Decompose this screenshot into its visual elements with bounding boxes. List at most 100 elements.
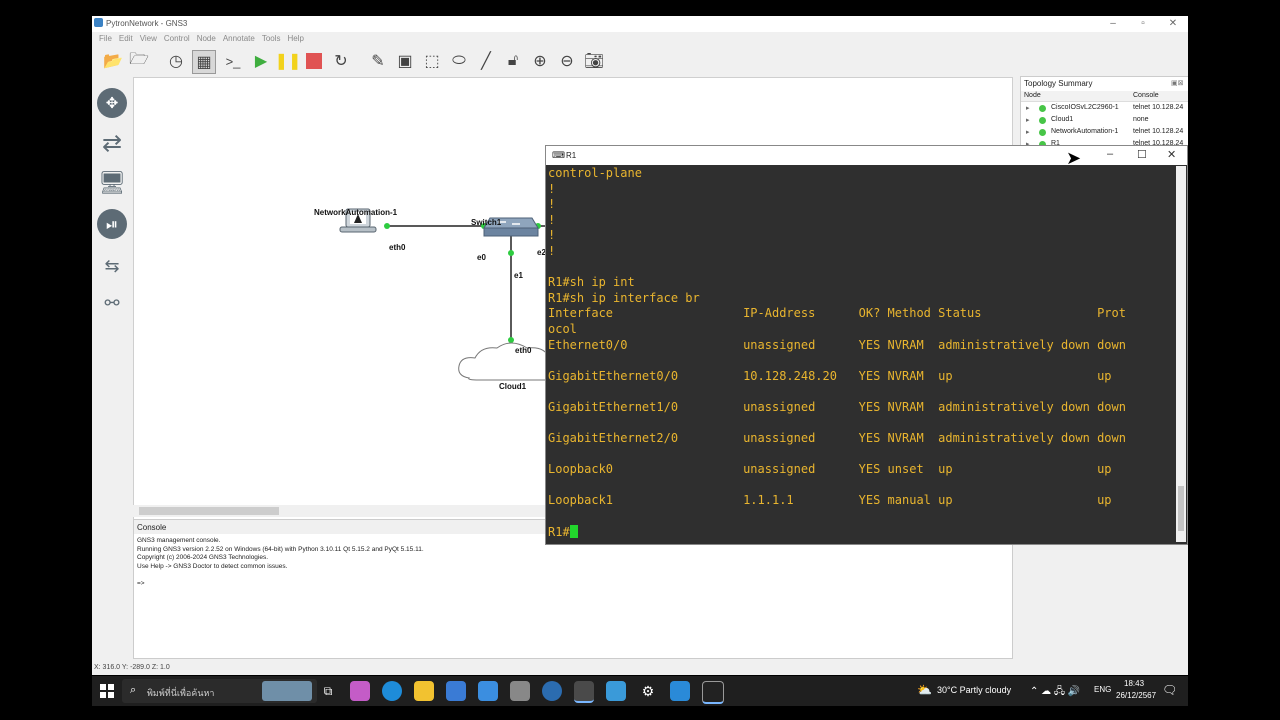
expand-icon[interactable]: ▸ bbox=[1026, 105, 1030, 112]
panel-title: Topology Summary bbox=[1024, 79, 1093, 88]
pause-icon[interactable]: ❚❚ bbox=[274, 53, 302, 70]
maximize-button[interactable]: ☐ bbox=[1137, 149, 1147, 161]
end-devices-icon[interactable]: 🖥︎ bbox=[98, 170, 126, 195]
remote-desktop-icon[interactable] bbox=[606, 681, 626, 701]
stop-icon[interactable] bbox=[303, 50, 325, 72]
table-row[interactable]: ▸ NetworkAutomation-1 telnet 10.128.24 bbox=[1021, 127, 1188, 138]
routers-icon[interactable]: ✥ bbox=[97, 88, 127, 118]
image-icon[interactable]: ▣ bbox=[397, 53, 413, 70]
terminal-line: R1#sh ip int bbox=[548, 275, 635, 290]
menu-annotate[interactable]: Annotate bbox=[222, 34, 255, 43]
mail-icon[interactable] bbox=[478, 681, 498, 701]
gns3-taskbar-icon[interactable] bbox=[574, 681, 594, 703]
menu-node[interactable]: Node bbox=[196, 34, 216, 43]
table-header: Node Console bbox=[1021, 91, 1188, 102]
table-row[interactable]: ▸ CiscoIOSvL2C2960-1 telnet 10.128.24 bbox=[1021, 103, 1188, 114]
window-title: PytronNetwork - GNS3 bbox=[106, 19, 188, 28]
menu-help[interactable]: Help bbox=[287, 34, 304, 43]
scrollbar-thumb[interactable] bbox=[139, 507, 279, 515]
minimize-button[interactable]: – bbox=[1110, 18, 1116, 29]
task-view-icon[interactable]: ⧉ bbox=[323, 684, 333, 698]
edit-icon[interactable]: ✎ bbox=[371, 53, 385, 70]
console-line: GNS3 management console. bbox=[137, 537, 221, 544]
console-line: Running GNS3 version 2.2.52 on Windows (… bbox=[137, 545, 424, 553]
terminal-taskbar-icon[interactable] bbox=[702, 681, 724, 704]
menu-view[interactable]: View bbox=[139, 34, 157, 43]
menu-file[interactable]: File bbox=[99, 34, 112, 43]
lock-icon[interactable]: 🔓︎ bbox=[507, 52, 519, 69]
taskbar-search[interactable]: ⌕ พิมพ์ที่นี่เพื่อค้นหา bbox=[122, 679, 317, 703]
menu-tools[interactable]: Tools bbox=[261, 34, 281, 43]
browser-icon[interactable] bbox=[542, 681, 562, 701]
terminal-prompt-line[interactable]: R1# bbox=[548, 524, 1176, 541]
linux-host-icon[interactable] bbox=[339, 208, 377, 233]
camera-icon[interactable]: 📷︎ bbox=[583, 53, 605, 70]
terminal-line: ! bbox=[548, 212, 556, 227]
table-row[interactable]: ▸ Cloud1 none bbox=[1021, 115, 1188, 126]
console-output[interactable]: GNS3 management console. Running GNS3 ve… bbox=[137, 537, 424, 588]
maximize-button[interactable]: ▫ bbox=[1141, 18, 1145, 29]
expand-icon[interactable]: ▸ bbox=[1026, 117, 1030, 124]
terminal-title-bar: ⌨ R1 – ☐ ✕ bbox=[546, 146, 1187, 165]
show-hidden-icons[interactable]: ⌃ ☁ 🖧 🔊 bbox=[1030, 686, 1081, 697]
console-icon[interactable]: >_ bbox=[225, 53, 241, 69]
coordinates-readout: X: 316.0 Y: -289.0 Z: 1.0 bbox=[94, 664, 170, 671]
file-explorer-icon[interactable] bbox=[414, 681, 434, 701]
expand-icon[interactable]: ▸ bbox=[1026, 129, 1030, 136]
security-devices-icon[interactable]: ⏯ bbox=[97, 209, 127, 239]
console-prompt[interactable]: => bbox=[137, 579, 145, 587]
scrollbar-thumb[interactable] bbox=[1178, 486, 1184, 531]
weather-text[interactable]: 30°C Partly cloudy bbox=[937, 685, 1012, 695]
clock-date[interactable]: 26/12/2567 bbox=[1116, 691, 1157, 700]
rectangle-icon[interactable]: ⬚ bbox=[424, 53, 440, 70]
search-icon: ⌕ bbox=[130, 684, 137, 696]
notification-icon[interactable]: 🗨 bbox=[1162, 683, 1178, 697]
app-icon[interactable] bbox=[510, 681, 530, 701]
console-title: Console bbox=[137, 523, 167, 532]
vscode-icon[interactable] bbox=[670, 681, 690, 701]
all-devices-icon[interactable]: ⇆ bbox=[104, 255, 120, 276]
port-label: e0 bbox=[477, 253, 486, 262]
add-link-icon[interactable]: ⚯ bbox=[104, 292, 120, 313]
windows-start-icon[interactable] bbox=[100, 684, 114, 698]
settings-gear-icon[interactable]: ⚙ bbox=[641, 683, 655, 699]
snapshot-icon[interactable]: ▦ bbox=[192, 50, 216, 74]
panel-close-icon[interactable]: ▣⊠ bbox=[1171, 80, 1184, 87]
topology-summary-panel: Topology Summary ▣⊠ Node Console ▸ Cisco… bbox=[1020, 76, 1188, 155]
status-dot-icon bbox=[1039, 117, 1046, 124]
reload-icon[interactable]: ↻ bbox=[334, 53, 348, 70]
folder-icon[interactable]: 🗁 bbox=[129, 50, 149, 68]
expand-icon[interactable]: ▸ bbox=[1026, 140, 1030, 148]
switch-icon[interactable] bbox=[483, 217, 539, 237]
ellipse-icon[interactable]: ⬭ bbox=[452, 52, 466, 69]
node-label-switch1: Switch1 bbox=[471, 218, 502, 227]
language-indicator[interactable]: ENG bbox=[1094, 685, 1112, 694]
copilot-icon[interactable] bbox=[350, 681, 370, 701]
store-icon[interactable] bbox=[446, 681, 466, 701]
r1-terminal-window[interactable]: ⌨ R1 – ☐ ✕ control-plane!!!!!R1#sh ip in… bbox=[545, 145, 1188, 545]
clock-time[interactable]: 18:43 bbox=[1124, 679, 1145, 688]
switches-icon[interactable]: ⇄ bbox=[101, 129, 123, 157]
minimize-button[interactable]: – bbox=[1107, 148, 1114, 160]
port-label: e1 bbox=[514, 271, 523, 280]
close-button[interactable]: ✕ bbox=[1167, 149, 1177, 161]
terminal-scrollbar[interactable] bbox=[1176, 166, 1186, 542]
menu-control[interactable]: Control bbox=[163, 34, 190, 43]
menu-edit[interactable]: Edit bbox=[118, 34, 133, 43]
node-name: R1 bbox=[1051, 140, 1060, 147]
open-folder-icon[interactable]: 📂 bbox=[103, 53, 123, 70]
menu-bar: File Edit View Control Node Annotate Tools Help bbox=[92, 32, 1188, 46]
table-row[interactable]: ▸ R1 telnet 10.128.24 bbox=[1021, 139, 1188, 150]
edge-icon[interactable] bbox=[382, 681, 402, 701]
terminal-cursor bbox=[569, 524, 578, 538]
node-console: telnet 10.128.24 bbox=[1133, 104, 1184, 111]
zoom-in-icon[interactable]: ⊕ bbox=[533, 53, 547, 70]
weather-icon: ⛅ bbox=[917, 683, 932, 697]
zoom-out-icon[interactable]: ⊖ bbox=[560, 53, 574, 70]
line-icon[interactable]: ╱ bbox=[481, 53, 491, 70]
close-button[interactable]: ✕ bbox=[1168, 18, 1178, 29]
taskbar: ⌕ พิมพ์ที่นี่เพื่อค้นหา ⧉ ⚙ ⛅ 30°C Partl… bbox=[92, 676, 1188, 706]
play-icon[interactable]: ▶ bbox=[254, 53, 268, 70]
clock-icon[interactable]: ◷ bbox=[169, 53, 183, 70]
